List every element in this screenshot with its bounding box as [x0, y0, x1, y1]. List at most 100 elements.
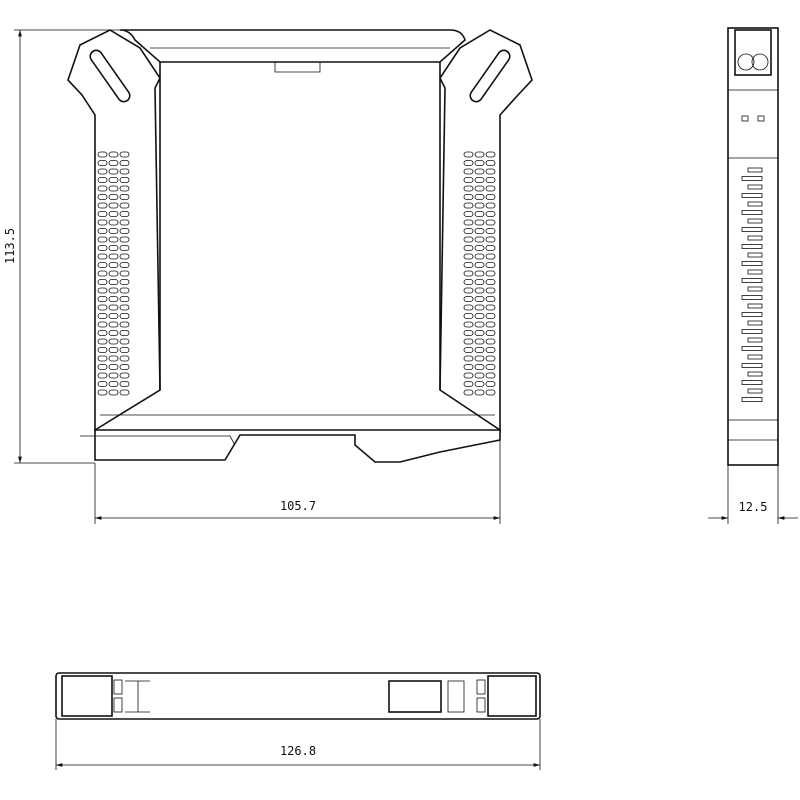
- vent-slot: [474, 253, 485, 260]
- dimension-length: 126.8: [55, 719, 541, 770]
- vent-slot: [474, 372, 485, 379]
- vent-slot: [119, 202, 130, 209]
- vent-slot: [119, 381, 130, 387]
- vent-slot: [474, 194, 485, 200]
- vent-slot: [97, 177, 108, 183]
- left-vent-slots: [97, 151, 130, 396]
- vent-slot: [741, 278, 763, 283]
- vent-slot: [97, 228, 108, 234]
- vent-slot: [474, 202, 485, 209]
- vent-slot: [463, 372, 474, 379]
- vent-slot: [119, 219, 130, 226]
- bottom-body: [55, 672, 541, 720]
- vent-slot: [97, 219, 108, 226]
- vent-slot: [97, 151, 108, 158]
- vent-slot: [485, 330, 496, 336]
- vent-slot: [485, 347, 496, 353]
- vent-slot: [474, 313, 485, 319]
- vent-slot: [463, 355, 474, 362]
- vent-slot: [97, 279, 108, 285]
- vent-slot: [474, 381, 485, 387]
- bottom-left-terminal: [61, 675, 113, 717]
- vent-slot: [463, 177, 474, 183]
- vent-slot: [108, 296, 119, 302]
- vent-slot: [474, 236, 485, 243]
- right-vent-slots: [463, 151, 496, 396]
- vent-slot: [108, 389, 119, 396]
- vent-slot: [474, 355, 485, 362]
- vent-slot: [741, 261, 763, 266]
- vent-slot: [97, 202, 108, 209]
- vent-slot: [485, 236, 496, 243]
- vent-slot: [474, 151, 485, 158]
- dimension-length-label: 126.8: [280, 744, 316, 758]
- vent-slot: [485, 364, 496, 370]
- vent-slot: [463, 245, 474, 251]
- dimension-width-label: 12.5: [739, 500, 768, 514]
- side-view: [727, 27, 779, 466]
- vent-slot: [474, 330, 485, 336]
- vent-slot: [119, 185, 130, 192]
- vent-slot: [485, 287, 496, 294]
- vent-slot: [741, 397, 763, 402]
- vent-slot: [463, 202, 474, 209]
- vent-slot: [463, 194, 474, 200]
- vent-slot: [119, 279, 130, 285]
- vent-slot: [741, 346, 763, 351]
- vent-slot: [119, 296, 130, 302]
- vent-slot: [741, 329, 763, 334]
- vent-slot: [119, 262, 130, 268]
- vent-slot: [747, 388, 763, 394]
- dimension-width: 12.5: [708, 465, 798, 524]
- vent-slot: [119, 168, 130, 175]
- vent-slot: [474, 160, 485, 166]
- vent-slot: [463, 160, 474, 166]
- vent-slot: [463, 262, 474, 268]
- vent-slot: [108, 219, 119, 226]
- vent-slot: [119, 330, 130, 336]
- vent-slot: [485, 151, 496, 158]
- vent-slot: [747, 184, 763, 190]
- vent-slot: [97, 304, 108, 311]
- vent-slot: [463, 185, 474, 192]
- vent-slot: [474, 279, 485, 285]
- dimension-height: 113.5: [3, 29, 120, 464]
- vent-slot: [741, 295, 763, 300]
- vent-slot: [485, 177, 496, 183]
- vent-slot: [485, 253, 496, 260]
- vent-slot: [747, 269, 763, 275]
- vent-slot: [747, 371, 763, 377]
- vent-slot: [97, 194, 108, 200]
- vent-slot: [119, 338, 130, 345]
- vent-slot: [474, 338, 485, 345]
- side-terminal: [734, 29, 772, 76]
- vent-slot: [108, 321, 119, 328]
- vent-slot: [108, 253, 119, 260]
- vent-slot: [119, 228, 130, 234]
- vent-slot: [474, 168, 485, 175]
- vent-slot: [108, 330, 119, 336]
- vent-slot: [485, 304, 496, 311]
- vent-slot: [119, 236, 130, 243]
- vent-slot: [463, 347, 474, 353]
- vent-slot: [747, 354, 763, 360]
- vent-slot: [485, 194, 496, 200]
- vent-slot: [474, 287, 485, 294]
- vent-slot: [463, 151, 474, 158]
- side-vent-slots: [741, 167, 763, 402]
- vent-slot: [485, 372, 496, 379]
- vent-slot: [119, 304, 130, 311]
- vent-slot: [463, 330, 474, 336]
- vent-slot: [747, 303, 763, 309]
- vent-slot: [119, 372, 130, 379]
- vent-slot: [119, 389, 130, 396]
- vent-slot: [97, 313, 108, 319]
- vent-slot: [485, 262, 496, 268]
- vent-slot: [463, 338, 474, 345]
- vent-slot: [97, 211, 108, 217]
- vent-slot: [108, 262, 119, 268]
- vent-slot: [97, 364, 108, 370]
- vent-slot: [474, 219, 485, 226]
- vent-slot: [119, 211, 130, 217]
- vent-slot: [474, 347, 485, 353]
